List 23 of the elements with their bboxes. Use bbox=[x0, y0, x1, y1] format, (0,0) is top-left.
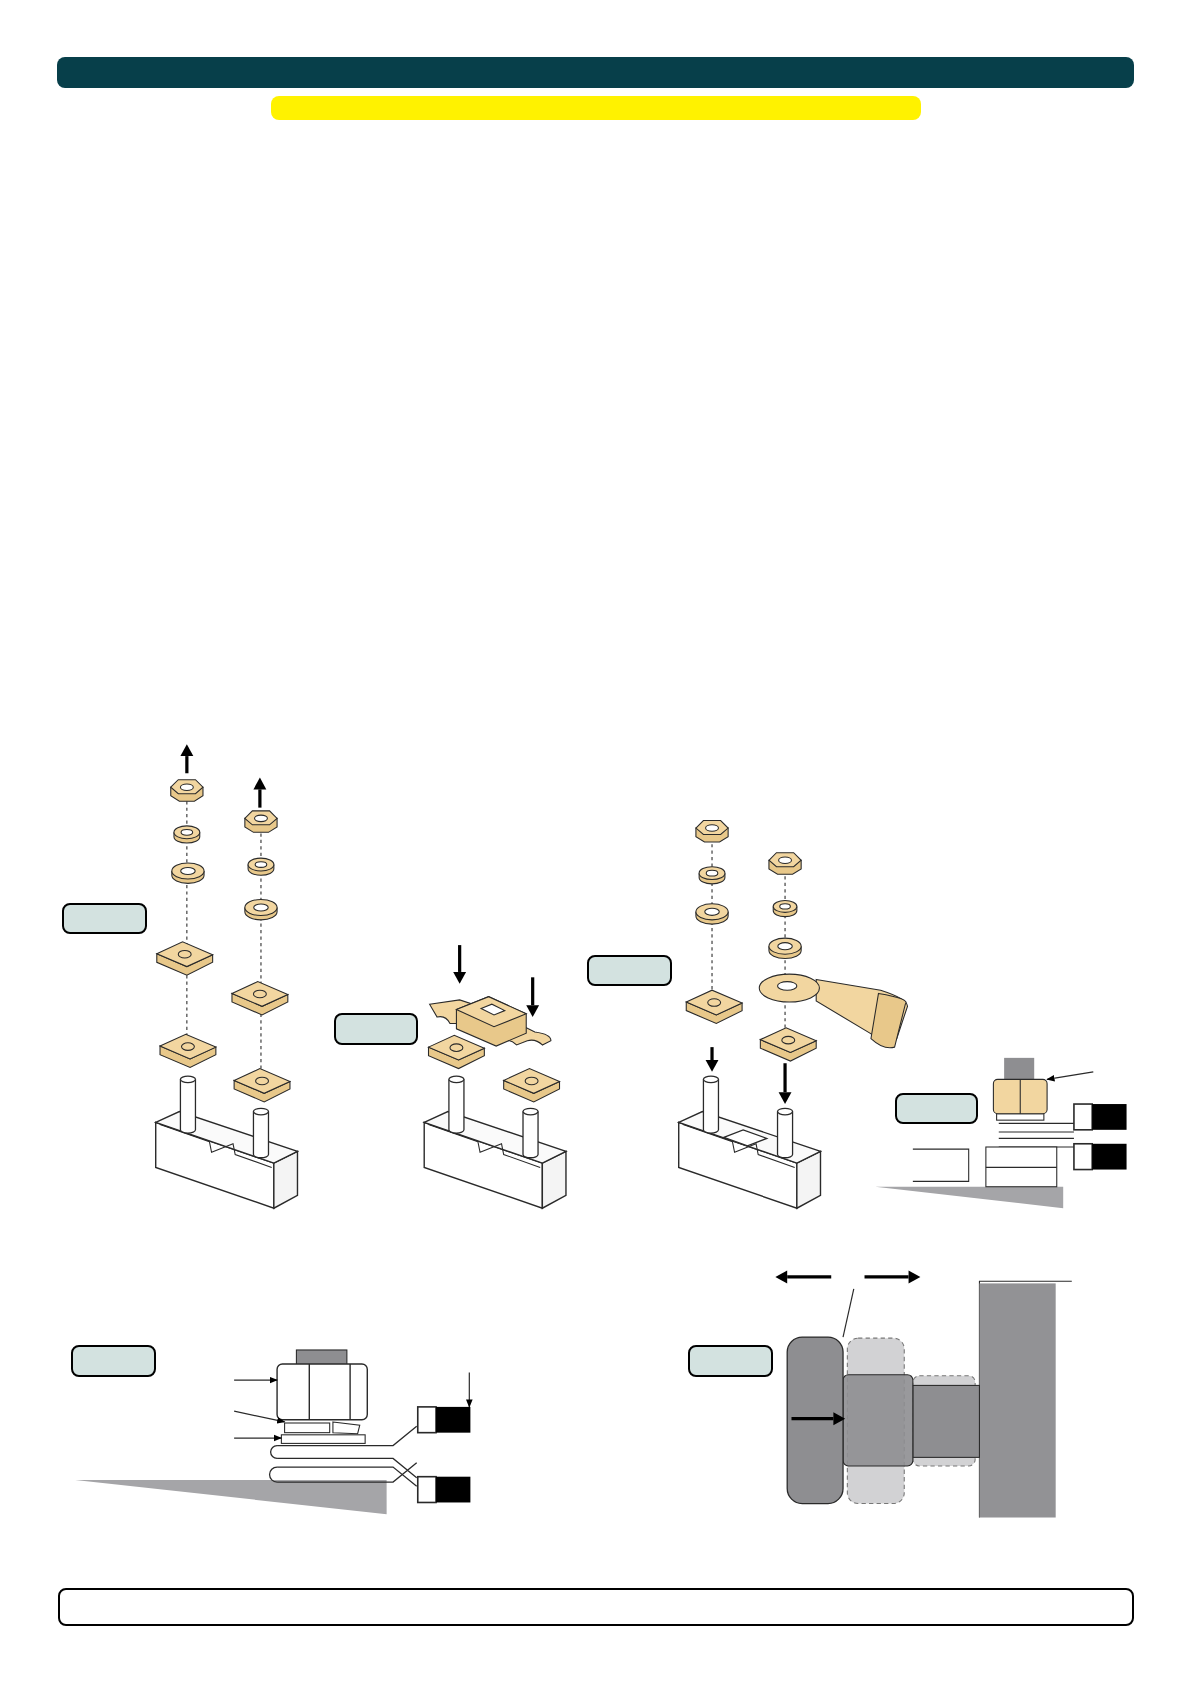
hex-nut bbox=[276, 1349, 368, 1421]
label-box bbox=[62, 903, 148, 935]
bolt-head bbox=[786, 1336, 844, 1505]
cable-lug bbox=[416, 1475, 471, 1504]
footer-box bbox=[58, 1588, 1135, 1626]
leader-line bbox=[466, 1371, 473, 1408]
cable-lug bbox=[1073, 1103, 1127, 1131]
leader-line bbox=[233, 1434, 283, 1442]
header-bar bbox=[56, 56, 1135, 89]
hex-nut bbox=[992, 1078, 1048, 1115]
leader-line bbox=[233, 1410, 286, 1424]
cable-lug bbox=[416, 1406, 471, 1434]
leader-line bbox=[842, 1288, 855, 1338]
leader-line bbox=[233, 1376, 278, 1384]
lock-washer bbox=[284, 1421, 361, 1435]
label-box bbox=[894, 1093, 979, 1125]
leader-line bbox=[1046, 1071, 1094, 1082]
label-box bbox=[688, 1344, 774, 1377]
label-box bbox=[587, 954, 673, 986]
label-box bbox=[70, 1344, 156, 1377]
subtitle-bar bbox=[270, 95, 922, 121]
label-box bbox=[334, 1012, 418, 1045]
cable-lug bbox=[1073, 1142, 1127, 1171]
